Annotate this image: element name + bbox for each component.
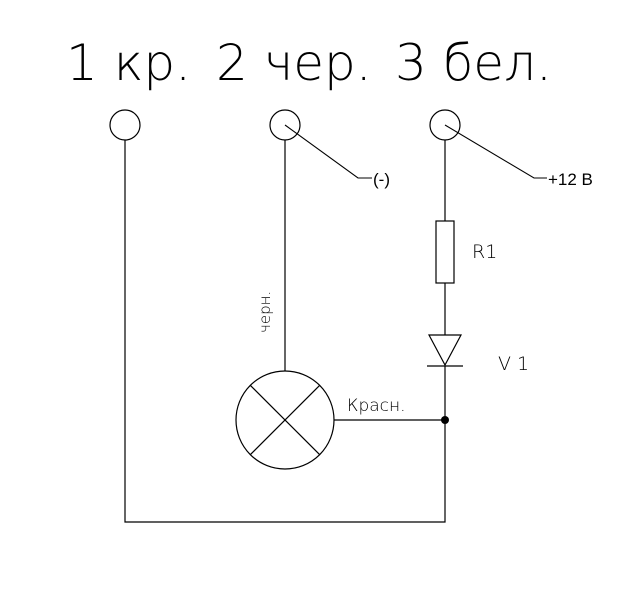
wire-terminal-1 — [124, 140, 446, 523]
terminal-3-label: 3 бел. — [395, 34, 552, 92]
terminal-1-circle — [109, 109, 141, 141]
diode-label: V 1 — [498, 353, 529, 375]
wire-black-label: черн. — [256, 291, 274, 333]
junction-node — [441, 416, 449, 424]
terminal-1-label: 1 кр. — [66, 34, 191, 92]
positive-leader-line — [444, 124, 547, 179]
negative-label: (-) — [373, 170, 390, 189]
resistor-r1 — [435, 220, 455, 284]
wire-red-label: Красн. — [347, 396, 406, 416]
negative-leader-line — [284, 124, 372, 179]
positive-label: +12 В — [548, 170, 593, 189]
resistor-label: R1 — [472, 241, 497, 263]
diode-v1-triangle — [428, 334, 462, 367]
lamp-cross-b — [249, 384, 321, 456]
terminal-2-label: 2 чер. — [216, 34, 372, 92]
